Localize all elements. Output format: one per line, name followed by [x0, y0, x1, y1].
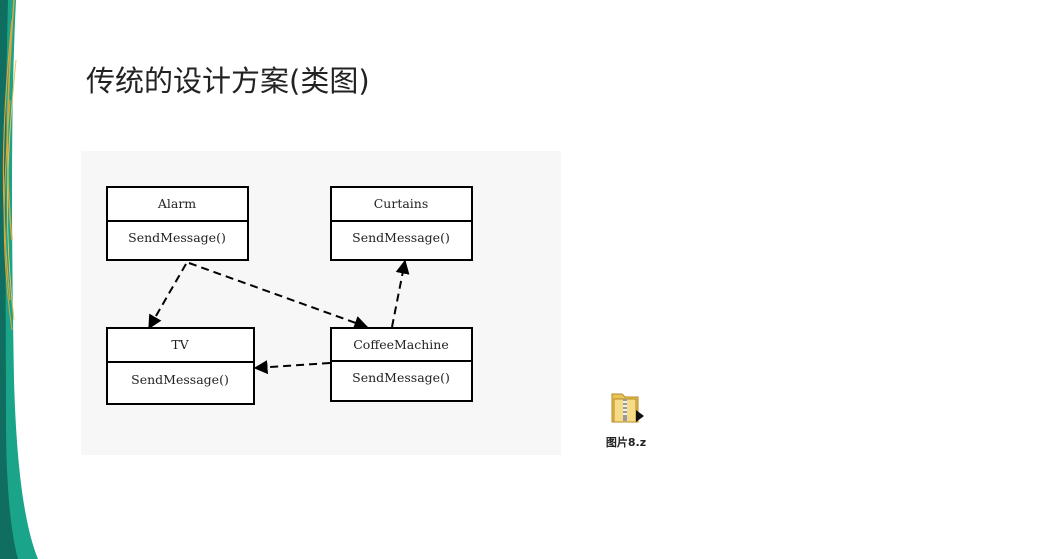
class-method-alarm: SendMessage(): [128, 230, 226, 245]
class-box-tv: TV SendMessage(): [106, 327, 255, 405]
class-name-coffeemachine: CoffeeMachine: [353, 337, 449, 352]
dependency-alarm-coffee: [188, 262, 369, 330]
class-method-curtains: SendMessage(): [352, 230, 450, 245]
slide-title: 传统的设计方案(类图): [86, 64, 370, 98]
class-box-coffeemachine: CoffeeMachine SendMessage(): [330, 327, 473, 402]
class-name-curtains: Curtains: [374, 196, 429, 211]
left-decoration: [0, 0, 38, 559]
class-diagram: Alarm SendMessage() Curtains SendMessage…: [81, 151, 561, 455]
class-box-curtains: Curtains SendMessage(): [330, 186, 473, 261]
class-box-alarm: Alarm SendMessage(): [106, 186, 249, 261]
class-method-coffeemachine: SendMessage(): [352, 370, 450, 385]
zip-folder-icon: [611, 393, 644, 423]
class-name-alarm: Alarm: [157, 196, 196, 211]
dependency-coffee-tv: [253, 360, 331, 375]
class-name-tv: TV: [171, 337, 189, 352]
dependency-alarm-tv: [148, 263, 187, 330]
file-name-label: 图片8.z: [605, 436, 647, 449]
class-method-tv: SendMessage(): [131, 372, 229, 387]
dependency-coffee-curtains: [391, 259, 410, 328]
file-item[interactable]: 图片8.z: [598, 388, 654, 450]
